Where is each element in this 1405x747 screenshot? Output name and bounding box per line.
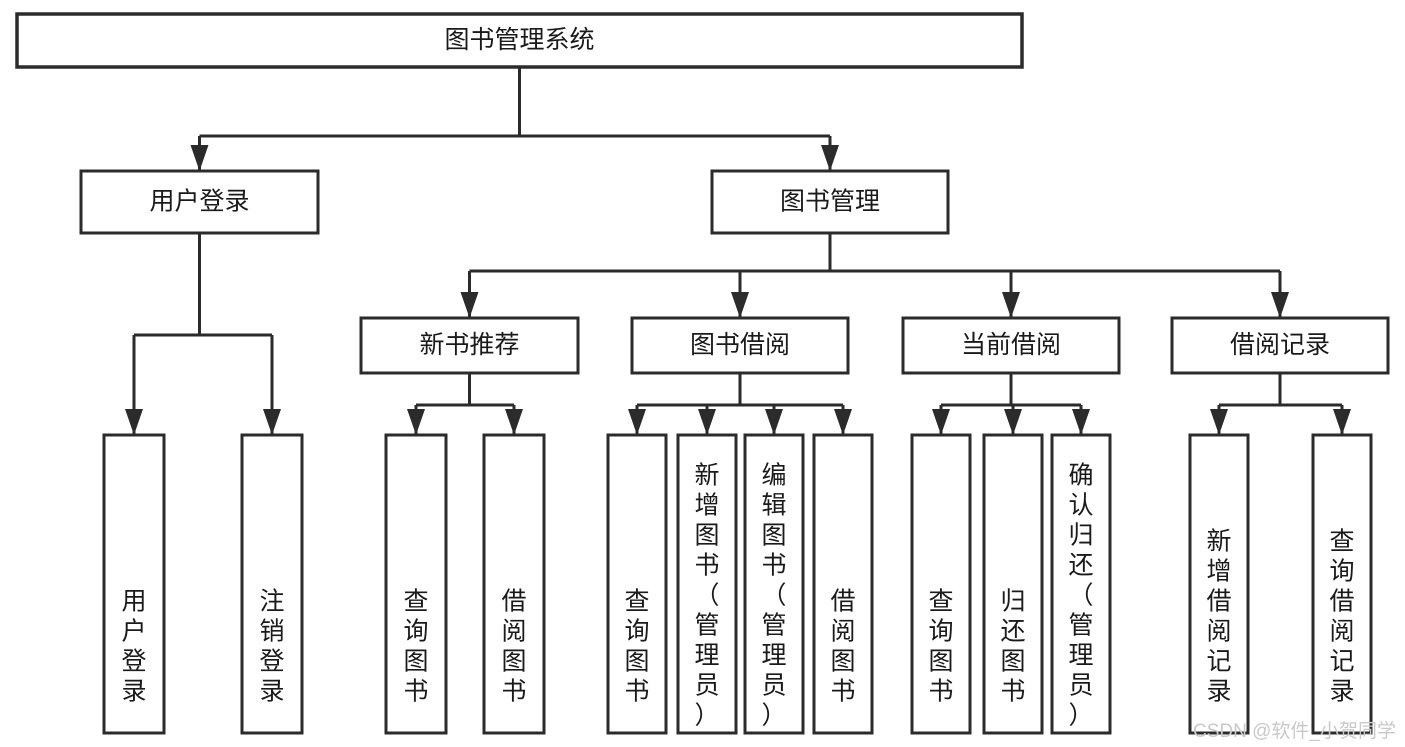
node-box[interactable] xyxy=(812,433,874,735)
node-box[interactable] xyxy=(384,433,448,735)
arrow-head-icon xyxy=(1072,409,1090,435)
node-label: 新增借阅记录 xyxy=(1206,527,1231,705)
node-label: 新增图书（管理员） xyxy=(694,461,719,729)
node-box[interactable] xyxy=(1311,433,1373,735)
arrow-head-icon xyxy=(821,145,839,171)
node-查询图书[interactable]: 查询图书 xyxy=(384,433,448,735)
node-新增图书管理员[interactable]: 新增图书（管理员） xyxy=(676,433,738,735)
node-图书管理系统[interactable]: 图书管理系统 xyxy=(15,12,1024,69)
arrow-head-icon xyxy=(1271,292,1289,318)
arrow-head-icon xyxy=(125,409,143,435)
arrow-head-icon xyxy=(1210,409,1228,435)
node-借阅图书[interactable]: 借阅图书 xyxy=(482,433,546,735)
node-label: 编辑图书（管理员） xyxy=(761,461,786,729)
node-查询借阅记录[interactable]: 查询借阅记录 xyxy=(1311,433,1373,735)
arrow-head-icon xyxy=(932,409,950,435)
arrow-head-icon xyxy=(834,409,852,435)
node-用户登录[interactable]: 用户登录 xyxy=(79,169,320,235)
node-label: 查询图书 xyxy=(403,587,428,705)
arrow-head-icon xyxy=(190,145,209,171)
node-查询图书[interactable]: 查询图书 xyxy=(606,433,668,735)
node-box[interactable] xyxy=(910,433,972,735)
connector-layer xyxy=(125,67,1351,435)
node-box[interactable] xyxy=(240,433,304,735)
node-label: 确认归还（管理员） xyxy=(1068,461,1093,729)
node-label: 查询借阅记录 xyxy=(1329,527,1354,705)
node-label: 图书管理 xyxy=(780,188,880,216)
arrow-head-icon xyxy=(407,409,425,435)
node-box[interactable] xyxy=(15,12,1024,69)
node-label: 用户登录 xyxy=(149,188,249,216)
node-label: 注销登录 xyxy=(259,587,284,705)
node-图书借阅[interactable]: 图书借阅 xyxy=(630,316,850,375)
csdn-watermark: CSDN @软件_小贺同学 xyxy=(1193,720,1396,742)
arrow-head-icon xyxy=(698,409,716,435)
arrow-head-icon xyxy=(263,409,281,435)
node-借阅记录[interactable]: 借阅记录 xyxy=(1170,316,1390,375)
node-box[interactable] xyxy=(743,433,805,735)
node-box[interactable] xyxy=(710,169,950,235)
node-label: 查询图书 xyxy=(928,587,953,705)
node-box[interactable] xyxy=(901,316,1121,375)
node-box[interactable] xyxy=(79,169,320,235)
node-box[interactable] xyxy=(102,433,166,735)
arrow-head-icon xyxy=(628,409,646,435)
node-box[interactable] xyxy=(359,316,580,375)
arrow-head-icon xyxy=(505,409,523,435)
node-label: 图书借阅 xyxy=(690,331,790,359)
node-查询图书[interactable]: 查询图书 xyxy=(910,433,972,735)
node-归还图书[interactable]: 归还图书 xyxy=(982,433,1044,735)
node-box[interactable] xyxy=(1188,433,1250,735)
node-box[interactable] xyxy=(630,316,850,375)
arrow-head-icon xyxy=(1002,292,1020,318)
node-新增借阅记录[interactable]: 新增借阅记录 xyxy=(1188,433,1250,735)
arrow-head-icon xyxy=(731,292,749,318)
node-确认归还管理员[interactable]: 确认归还（管理员） xyxy=(1050,433,1112,735)
node-label: 查询图书 xyxy=(624,587,649,705)
node-label: 借阅图书 xyxy=(830,587,855,705)
arrow-head-icon xyxy=(460,292,479,318)
node-新书推荐[interactable]: 新书推荐 xyxy=(359,316,580,375)
node-借阅图书[interactable]: 借阅图书 xyxy=(812,433,874,735)
node-box[interactable] xyxy=(982,433,1044,735)
node-用户登录[interactable]: 用户登录 xyxy=(102,433,166,735)
node-label: 借阅记录 xyxy=(1230,331,1330,359)
node-box[interactable] xyxy=(676,433,738,735)
node-layer: 图书管理系统用户登录图书管理新书推荐图书借阅当前借阅借阅记录用户登录注销登录查询… xyxy=(15,12,1390,735)
node-label: 用户登录 xyxy=(121,587,146,705)
node-box[interactable] xyxy=(482,433,546,735)
node-当前借阅[interactable]: 当前借阅 xyxy=(901,316,1121,375)
node-图书管理[interactable]: 图书管理 xyxy=(710,169,950,235)
node-box[interactable] xyxy=(606,433,668,735)
node-box[interactable] xyxy=(1050,433,1112,735)
node-label: 当前借阅 xyxy=(961,331,1061,359)
arrow-head-icon xyxy=(1004,409,1022,435)
node-label: 借阅图书 xyxy=(501,587,526,705)
node-box[interactable] xyxy=(1170,316,1390,375)
arrow-head-icon xyxy=(1333,409,1351,435)
node-label: 归还图书 xyxy=(1000,587,1025,705)
arrow-head-icon xyxy=(765,409,783,435)
node-注销登录[interactable]: 注销登录 xyxy=(240,433,304,735)
node-编辑图书管理员[interactable]: 编辑图书（管理员） xyxy=(743,433,805,735)
node-label: 新书推荐 xyxy=(419,331,519,359)
node-label: 图书管理系统 xyxy=(444,26,594,54)
